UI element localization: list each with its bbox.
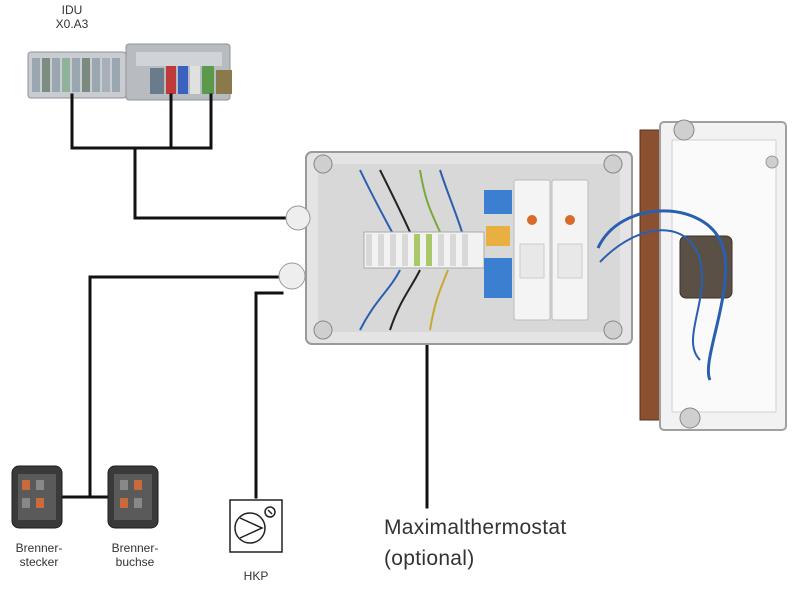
thermostat-label: Maximalthermostat (optional) [384, 516, 566, 571]
idu-label-line1: IDU [61, 3, 83, 17]
burner-plug-label-line1: Brenner- [15, 541, 63, 555]
pump-icon [229, 499, 283, 553]
thermostat-label-line1: Maximalthermostat [384, 516, 567, 539]
burner-plug-label: Brenner- stecker [4, 541, 74, 570]
wire-hkp-to-box [254, 291, 284, 499]
burner-socket-label-line2: buchse [115, 554, 155, 569]
burner-socket-label: Brenner- buchse [100, 541, 170, 570]
burner-socket-label-line1: Brenner- [111, 541, 159, 555]
burner-socket [107, 465, 159, 529]
burner-plug-label-line2: stecker [19, 554, 59, 569]
idu-label-line2: X0.A3 [55, 16, 89, 31]
idu-label: IDU X0.A3 [44, 3, 100, 32]
thermostat-label-line2: (optional) [384, 547, 475, 571]
wiring [58, 93, 429, 509]
wire-burner-to-box [88, 275, 284, 499]
wire-idu-bus [70, 93, 213, 150]
burner-plug [11, 465, 63, 529]
junction-box [278, 151, 633, 345]
enclosure-lid [596, 119, 787, 431]
idu-terminal-module [27, 43, 232, 101]
wire-idu-to-box [133, 146, 298, 220]
hkp-label: HKP [243, 569, 269, 583]
